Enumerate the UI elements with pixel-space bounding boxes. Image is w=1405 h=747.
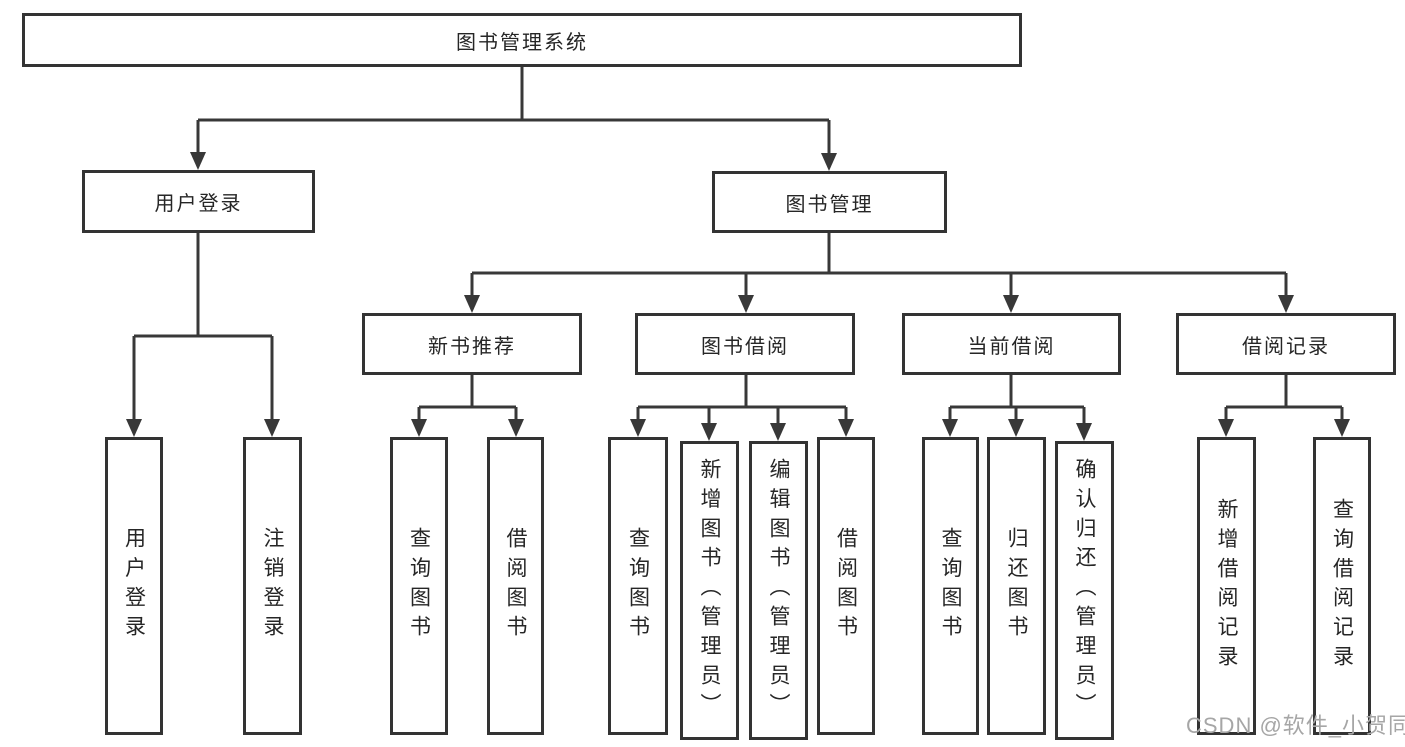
node-borrow-records: 借阅记录 (1176, 313, 1396, 375)
node-label: 查询借阅记录 (1330, 497, 1354, 675)
leaf-current-confirm-return-admin: 确认归还（管理员） (1055, 441, 1114, 740)
node-library-management-system: 图书管理系统 (22, 13, 1022, 67)
node-label: 新增图书（管理员） (698, 458, 721, 723)
node-label: 归还图书 (1005, 527, 1028, 645)
node-label: 查询图书 (939, 527, 962, 645)
node-label: 当前借阅 (967, 335, 1056, 358)
node-label: 图书管理 (785, 193, 874, 216)
node-label: 查询图书 (626, 527, 650, 645)
node-new-book-recommend: 新书推荐 (362, 313, 582, 375)
leaf-current-query-books: 查询图书 (922, 437, 979, 735)
leaf-borrow-add-books-admin: 新增图书（管理员） (680, 441, 739, 740)
node-label: 图书管理系统 (456, 31, 588, 54)
node-label: 确认归还（管理员） (1073, 458, 1096, 723)
node-label: 编辑图书（管理员） (767, 458, 790, 723)
leaf-records-add-record: 新增借阅记录 (1197, 437, 1256, 735)
node-current-borrow: 当前借阅 (902, 313, 1121, 375)
leaf-user-login: 用户登录 (105, 437, 163, 735)
node-book-borrow: 图书借阅 (635, 313, 855, 375)
node-label: 借阅记录 (1242, 335, 1330, 358)
node-book-management: 图书管理 (712, 171, 947, 233)
node-label: 借阅图书 (834, 527, 858, 645)
leaf-logout: 注销登录 (243, 437, 302, 735)
leaf-current-return-books: 归还图书 (987, 437, 1046, 735)
node-label: 查询图书 (407, 527, 431, 645)
node-label: 新增借阅记录 (1215, 497, 1238, 675)
node-label: 用户登录 (122, 527, 146, 645)
leaf-newbook-borrow-books: 借阅图书 (487, 437, 544, 735)
leaf-newbook-query-books: 查询图书 (390, 437, 448, 735)
node-label: 注销登录 (261, 527, 284, 645)
leaf-borrow-query-books: 查询图书 (608, 437, 668, 735)
node-label: 新书推荐 (428, 335, 516, 358)
node-label: 图书借阅 (701, 335, 789, 358)
node-label: 借阅图书 (504, 527, 527, 645)
leaf-records-query-record: 查询借阅记录 (1313, 437, 1371, 735)
node-label: 用户登录 (154, 193, 243, 215)
leaf-borrow-borrow-books: 借阅图书 (817, 437, 875, 735)
arrowheads (126, 152, 1350, 441)
node-user-login: 用户登录 (82, 170, 315, 233)
csdn-watermark: CSDN @软件_小贺同学 (1186, 713, 1405, 738)
leaf-borrow-edit-books-admin: 编辑图书（管理员） (749, 441, 808, 740)
